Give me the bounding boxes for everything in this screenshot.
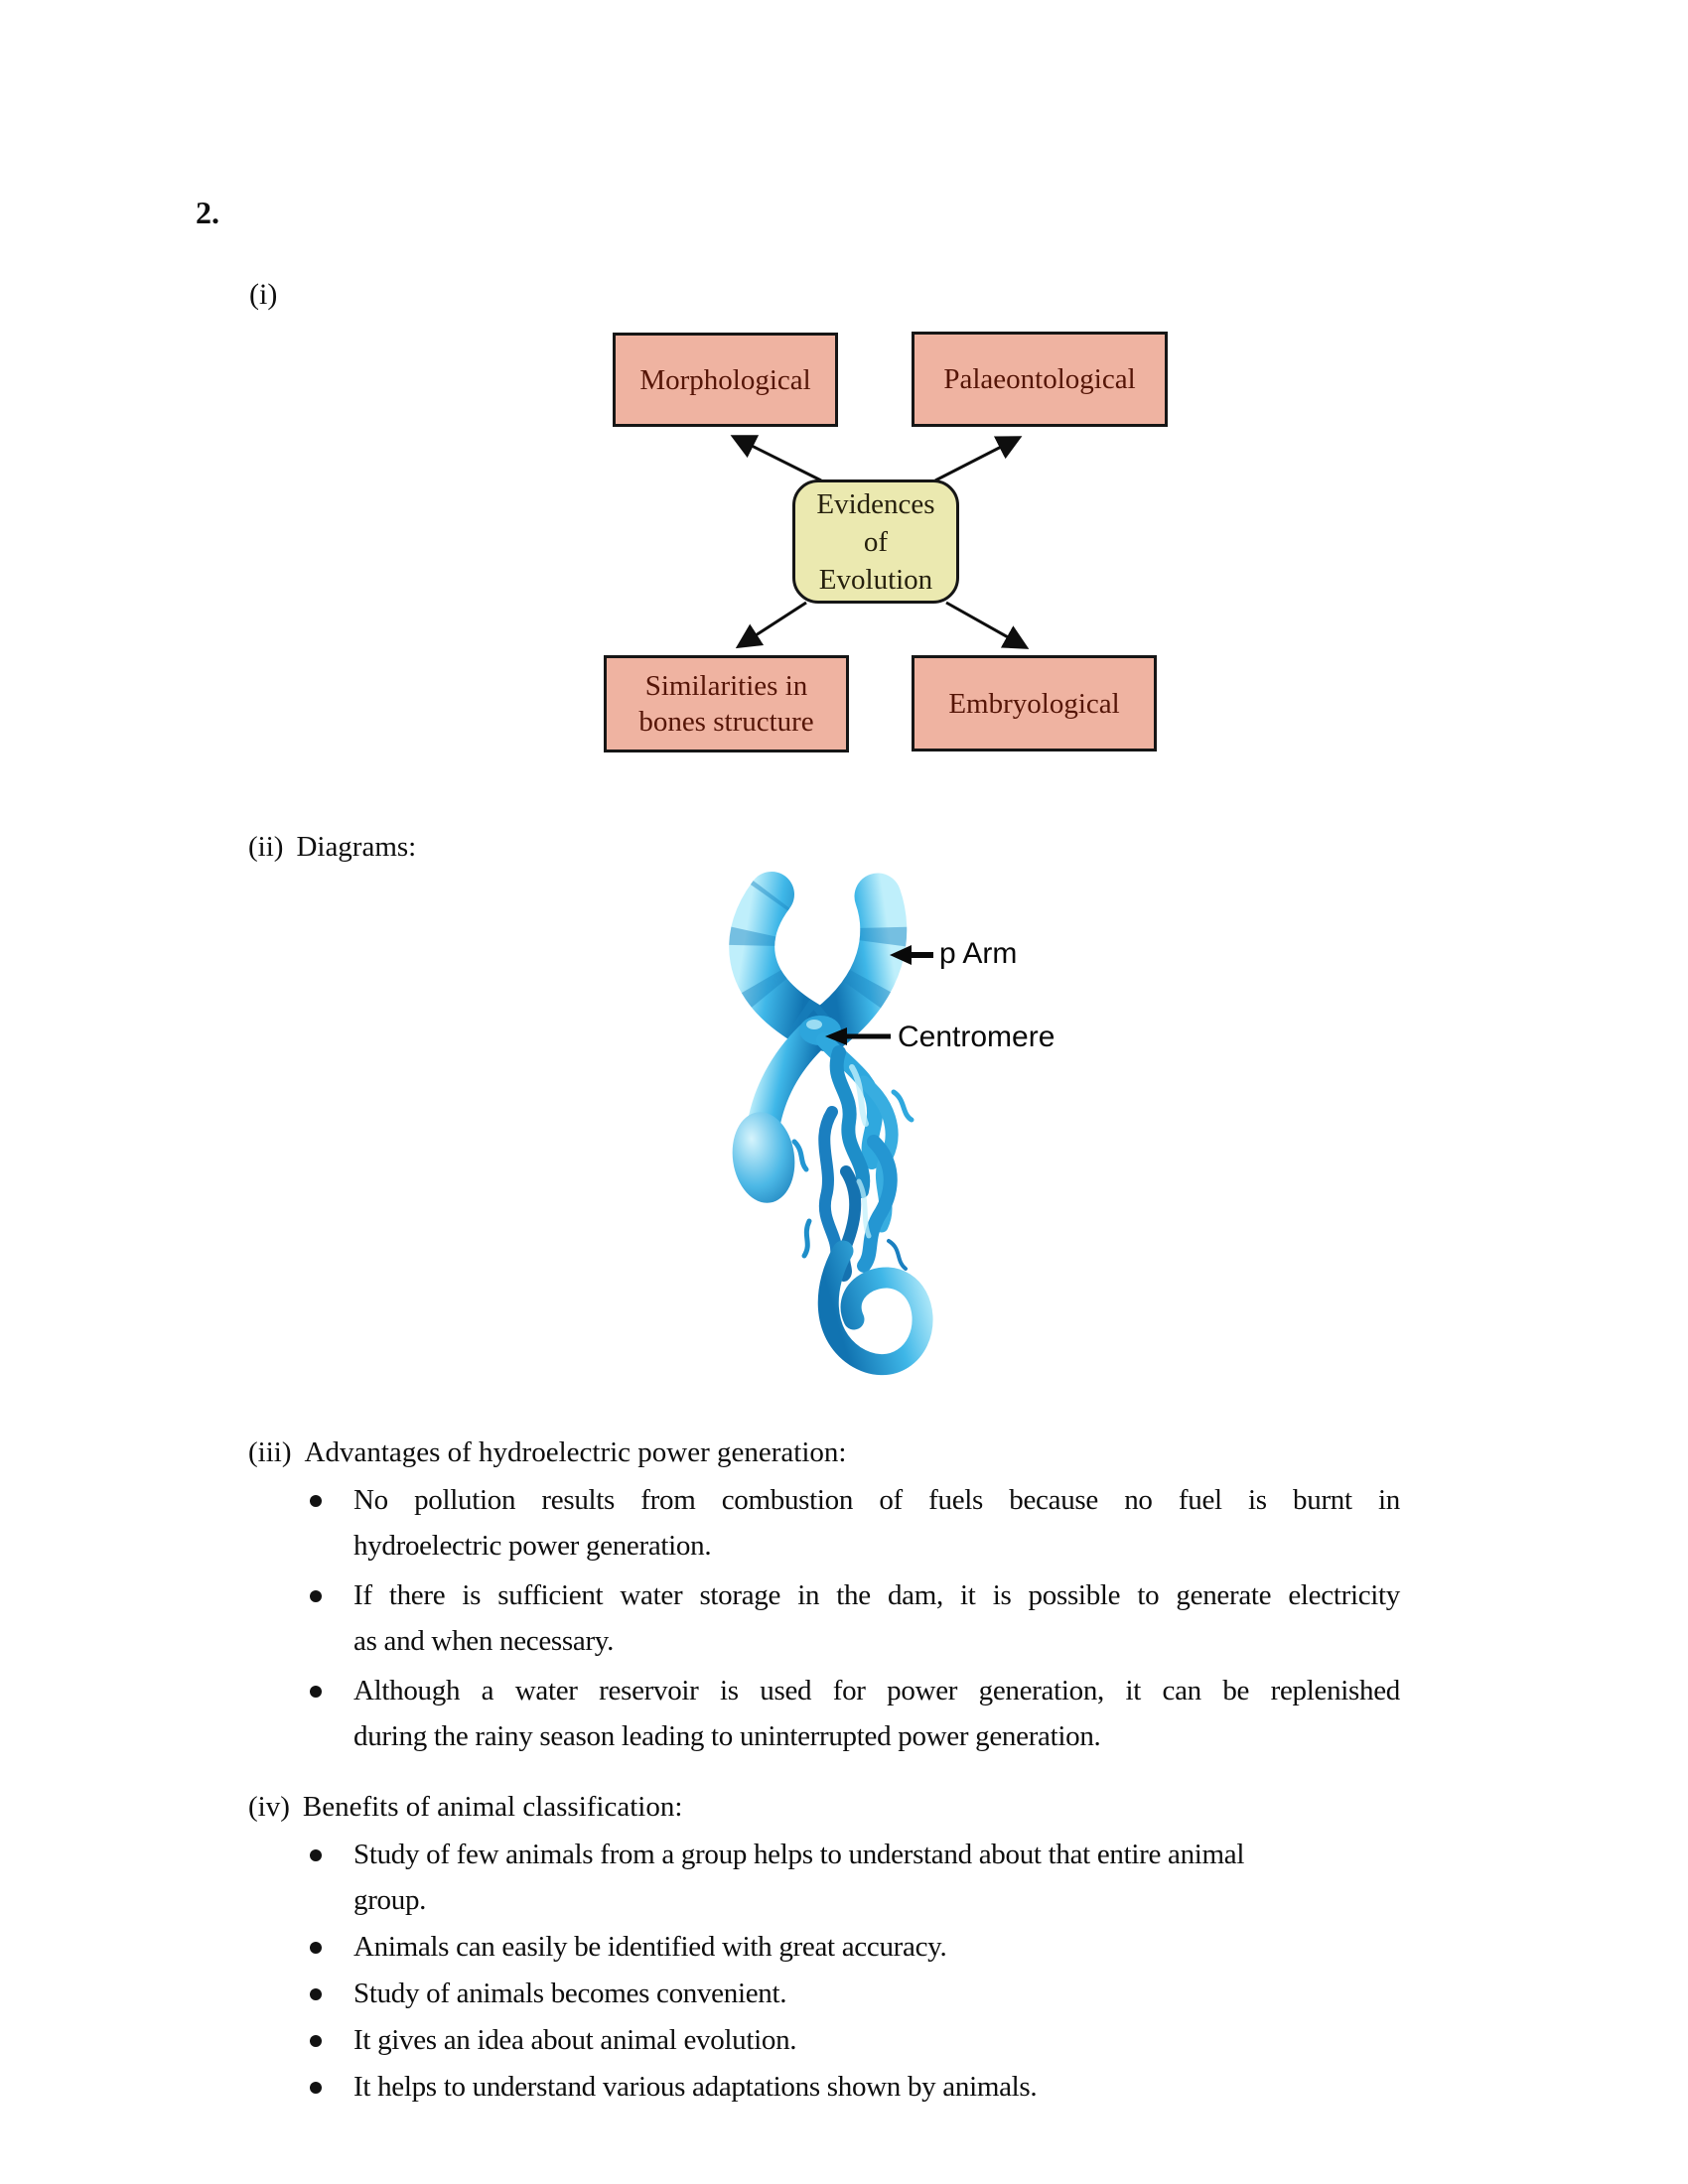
section-iv-bullets: Study of few animals from a group helps … [248,1832,1400,2110]
bullet-dot [310,1988,322,2000]
arrow-to-similarities [735,601,807,649]
list-item: Animals can easily be identified with gr… [248,1924,1400,1970]
section-i-label: (i) [249,278,278,311]
section-ii-label: (ii) [248,831,284,863]
bullet-line: It helps to understand various adaptatio… [353,2071,1038,2103]
bullet-dot [310,1849,322,1861]
box-morphological: Morphological [613,333,838,427]
bullet-dot [310,1495,322,1507]
box-embryological: Embryological [912,655,1157,751]
section-iv-heading: (iv) Benefits of animal classification: [248,1784,1400,1830]
bullet-dot [310,1590,322,1602]
bullet-line: as and when necessary. [353,1625,615,1657]
list-item: If there is sufficient water storage in … [248,1572,1400,1664]
bullet-line: during the rainy season leading to unint… [353,1720,1101,1752]
bullet-line: Although a water reservoir is used for p… [353,1675,1400,1706]
list-item: Study of animals becomes convenient. [248,1971,1400,2016]
bullet-dot [310,2082,322,2094]
bullet-line: No pollution results from combustion of … [353,1484,1400,1516]
section-iii-heading: (iii) Advantages of hydroelectric power g… [248,1430,1400,1475]
box-evidences-of-evolution: Evidences of Evolution [792,479,959,604]
centromere-arrow [825,1027,891,1045]
p-arm-label: p Arm [939,937,1018,970]
chromosome-body [729,872,933,1376]
arrow-to-palaeontological [934,436,1023,482]
list-item: It gives an idea about animal evolution. [248,2017,1400,2063]
section-iii-bullets: No pollution results from combustion of … [248,1477,1400,1759]
section-iv: (iv) Benefits of animal classification: S… [248,1784,1400,2111]
section-ii-title: Diagrams: [296,831,417,863]
bullet-line: group. [353,1884,427,1916]
arrow-to-embryological [945,601,1030,649]
section-iii-title: Advantages of hydroelectric power genera… [304,1436,847,1468]
centromere-label: Centromere [898,1021,1055,1053]
list-item: Although a water reservoir is used for p… [248,1668,1400,1759]
bullet-line: It gives an idea about animal evolution. [353,2024,797,2056]
bullet-line: Study of few animals from a group helps … [353,1839,1245,1870]
box-palaeontological: Palaeontological [912,332,1168,427]
list-item: It helps to understand various adaptatio… [248,2064,1400,2110]
section-iii-label: (iii) [248,1436,292,1468]
bullet-dot [310,1686,322,1698]
arrow-to-morphological [730,435,822,482]
bullet-dot [310,2035,322,2047]
chromosome-illustration [729,872,933,1376]
section-ii-heading: (ii) Diagrams: [248,824,416,870]
p-arm-arrow [890,945,933,965]
bullet-line: Study of animals becomes convenient. [353,1978,787,2009]
bullet-line: hydroelectric power generation. [353,1530,712,1562]
section-iii: (iii) Advantages of hydroelectric power g… [248,1430,1400,1763]
section-iv-label: (iv) [248,1791,290,1823]
bullet-line: If there is sufficient water storage in … [353,1579,1400,1611]
section-iv-title: Benefits of animal classification: [302,1791,683,1823]
box-similarities: Similarities in bones structure [604,655,849,752]
question-number: 2. [196,195,219,230]
bullet-line: Animals can easily be identified with gr… [353,1931,947,1963]
bullet-dot [310,1942,322,1954]
evidences-diagram-arrows [730,435,1030,649]
list-item: Study of few animals from a group helps … [248,1832,1400,1923]
list-item: No pollution results from combustion of … [248,1477,1400,1569]
